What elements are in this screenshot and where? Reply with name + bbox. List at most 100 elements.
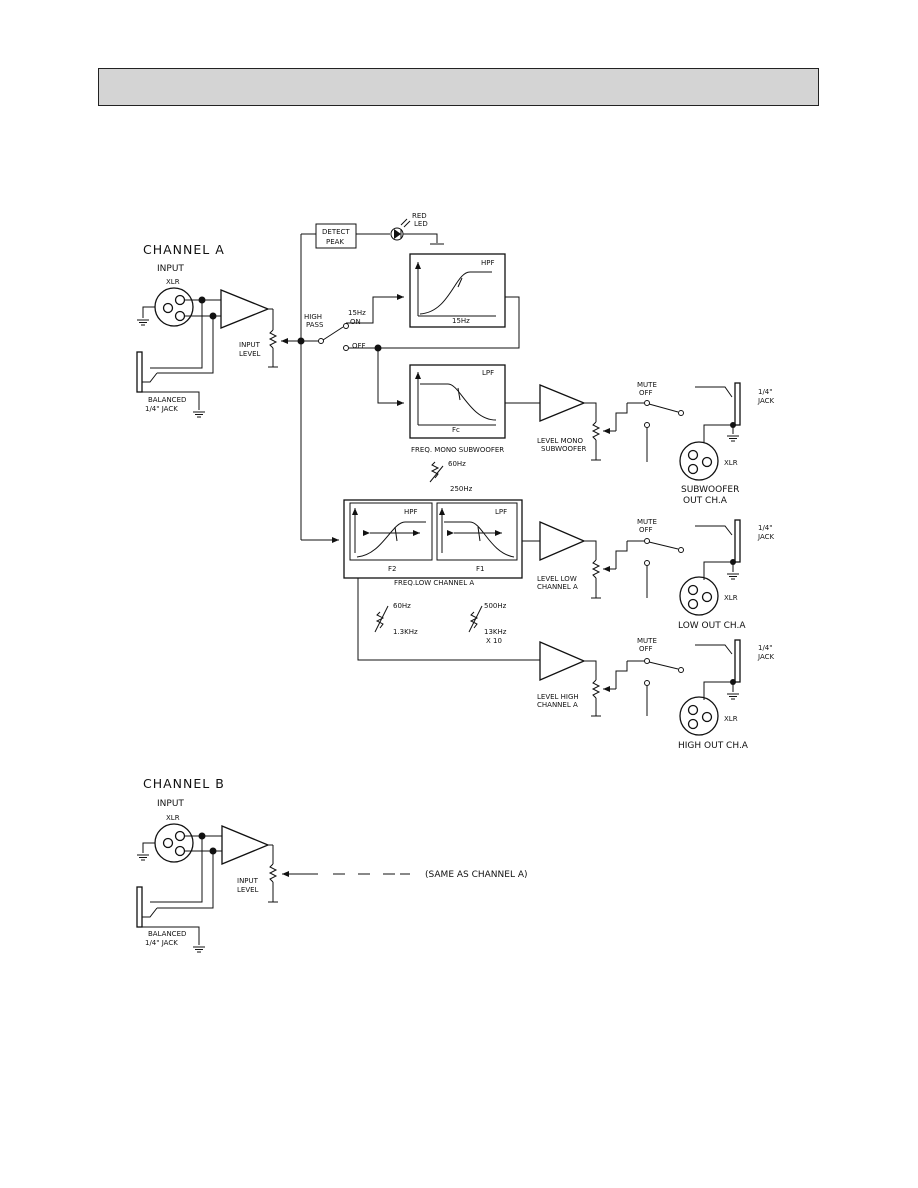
svg-text:OUT CH.A: OUT CH.A [683,496,728,506]
jack-high-out [734,639,741,683]
svg-text:MUTE: MUTE [637,637,657,645]
high-pass-switch[interactable] [322,326,344,341]
svg-text:LED: LED [414,220,428,228]
high-amplifier [539,641,586,681]
svg-text:1/4": 1/4" [758,524,773,532]
level-high-pot[interactable] [591,679,601,699]
subwoofer-amplifier [539,384,586,422]
mute-switch-sub[interactable] [648,403,679,413]
svg-text:CHANNEL A: CHANNEL A [537,583,578,591]
lpf-subwoofer-filter: LPF Fc [409,364,506,439]
svg-text:HPF: HPF [404,508,418,516]
svg-text:MUTE: MUTE [637,381,657,389]
jack-sub-out [734,382,741,426]
svg-text:BALANCED: BALANCED [148,396,186,404]
crossover-filter: HPF LPF F2 F1 [343,499,523,579]
mute-switch-low[interactable] [648,541,679,550]
hpf-15hz-filter: HPF 15Hz [409,253,506,328]
level-low-pot[interactable] [591,559,601,579]
svg-text:X 10: X 10 [486,637,502,645]
xlr-subwoofer-out-icon [679,441,719,481]
svg-text:1.3KHz: 1.3KHz [393,628,418,636]
svg-text:500Hz: 500Hz [484,602,507,610]
detect-peak-box [315,223,357,249]
svg-text:XLR: XLR [166,814,180,822]
svg-text:JACK: JACK [757,653,774,661]
svg-text:CHANNEL A: CHANNEL A [537,701,578,709]
svg-text:FREQ. MONO SUBWOOFER: FREQ. MONO SUBWOOFER [411,446,504,454]
svg-text:OFF: OFF [639,645,653,653]
svg-text:LEVEL LOW: LEVEL LOW [537,575,577,583]
svg-text:15Hz: 15Hz [452,317,470,325]
subwoofer-freq-knob[interactable] [429,461,444,483]
svg-text:LPF: LPF [495,508,507,516]
balanced-jack-icon [136,300,214,418]
f2-freq-knob[interactable] [374,605,389,633]
svg-text:250Hz: 250Hz [450,485,473,493]
svg-text:JACK: JACK [757,533,774,541]
channel-b: CHANNEL B INPUT XLR INPUT LEVEL (SAME AS… [136,776,528,953]
svg-text:60Hz: 60Hz [393,602,411,610]
svg-text:F2: F2 [388,565,396,573]
svg-text:FREQ.LOW CHANNEL A: FREQ.LOW CHANNEL A [394,579,474,587]
svg-text:OFF: OFF [639,526,653,534]
header-bar [98,68,819,106]
f1-freq-knob[interactable] [468,605,483,633]
input-amplifier-b [221,825,270,865]
svg-text:LEVEL MONO: LEVEL MONO [537,437,583,445]
same-as-channel-a-note: (SAME AS CHANNEL A) [425,870,528,880]
xlr-low-out-icon [679,576,719,616]
svg-text:JACK: JACK [757,397,774,405]
svg-text:SUBWOOFER: SUBWOOFER [681,485,739,495]
svg-text:HPF: HPF [481,259,495,267]
input-amplifier [220,289,270,329]
svg-text:HIGH OUT CH.A: HIGH OUT CH.A [678,741,749,751]
svg-text:RED: RED [412,212,427,220]
level-mono-sub-pot[interactable] [591,421,601,441]
svg-text:1/4": 1/4" [758,388,773,396]
svg-text:ON: ON [350,318,361,326]
svg-text:XLR: XLR [724,715,738,723]
xlr-input-connector-icon [154,287,194,327]
svg-text:LEVEL: LEVEL [237,886,259,894]
svg-text:1/4" JACK: 1/4" JACK [145,939,178,947]
svg-text:OFF: OFF [639,389,653,397]
channel-a: CHANNEL A INPUT XLR INPUT LEVEL [136,212,774,751]
channel-a-title: CHANNEL A [143,242,225,257]
svg-text:LEVEL: LEVEL [239,350,261,358]
svg-text:DETECT: DETECT [322,228,350,236]
svg-text:LEVEL HIGH: LEVEL HIGH [537,693,579,701]
svg-text:XLR: XLR [724,459,738,467]
channel-b-input-label: INPUT [157,799,184,809]
jack-low-out [734,519,741,563]
svg-text:LOW OUT CH.A: LOW OUT CH.A [678,621,746,631]
low-amplifier [539,521,586,561]
svg-text:Fc: Fc [452,426,460,434]
channel-b-title: CHANNEL B [143,776,225,791]
svg-text:SUBWOOFER: SUBWOOFER [541,445,587,453]
svg-text:LPF: LPF [482,369,494,377]
svg-text:MUTE: MUTE [637,518,657,526]
svg-text:15Hz: 15Hz [348,309,366,317]
svg-text:HIGH: HIGH [304,313,322,321]
channel-a-xlr-label: XLR [166,278,180,286]
svg-text:1/4": 1/4" [758,644,773,652]
svg-text:60Hz: 60Hz [448,460,466,468]
input-level-pot-b[interactable] [268,863,278,883]
balanced-jack-b-icon [136,836,214,953]
svg-text:PEAK: PEAK [326,238,344,246]
svg-text:OFF: OFF [352,342,366,350]
svg-text:PASS: PASS [306,321,324,329]
channel-a-input-label: INPUT [157,264,184,274]
input-level-pot[interactable] [268,329,278,349]
svg-text:F1: F1 [476,565,484,573]
xlr-high-out-icon [679,696,719,736]
svg-text:BALANCED: BALANCED [148,930,186,938]
svg-text:13KHz: 13KHz [484,628,507,636]
svg-text:1/4" JACK: 1/4" JACK [145,405,178,413]
mute-switch-high[interactable] [648,661,679,670]
svg-text:INPUT: INPUT [239,341,261,349]
svg-text:XLR: XLR [724,594,738,602]
svg-text:INPUT: INPUT [237,877,259,885]
